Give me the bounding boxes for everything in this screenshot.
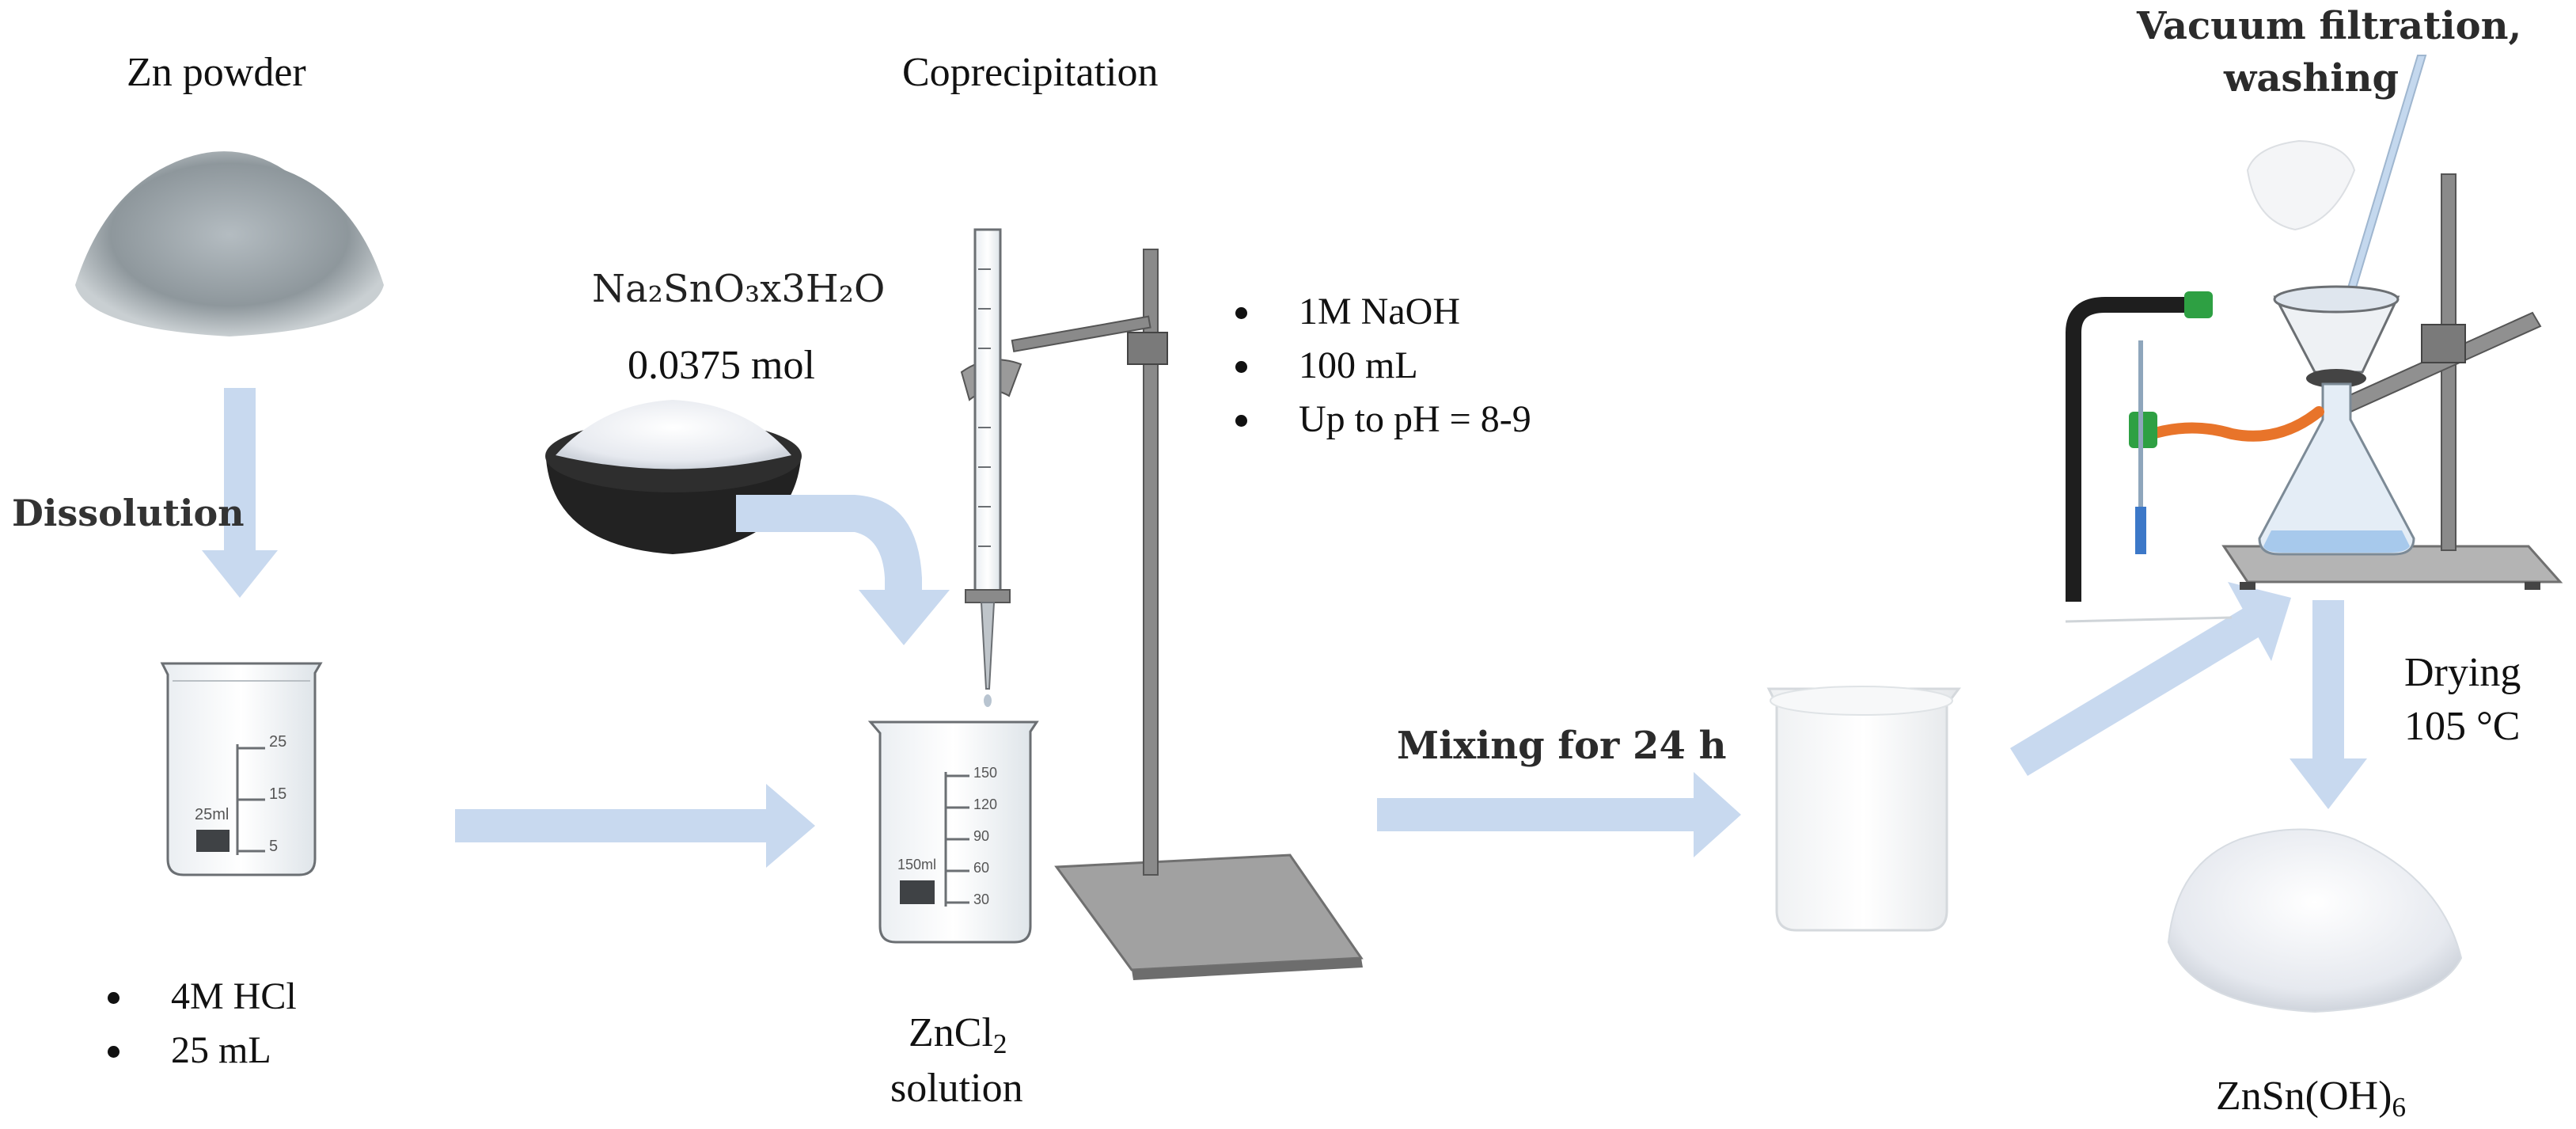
small-beaker-volume-label: 25ml: [195, 806, 230, 823]
arrow-head: [859, 590, 950, 645]
funnel-rim: [2273, 285, 2400, 314]
arrow-shaft: [455, 809, 768, 842]
naoh-conditions-list: 1M NaOH 100 mL Up to pH = 8-9: [1223, 285, 1531, 447]
flask-filtrate: [2263, 530, 2410, 553]
large-beaker-mark-60: 60: [973, 860, 990, 876]
small-beaker: [160, 662, 323, 876]
filter-paper: [2246, 139, 2356, 231]
stand-foot-right: [2525, 582, 2540, 590]
stannate-bowl: [545, 400, 802, 554]
product-powder-shape: [2167, 828, 2463, 1013]
stannate-amount: 0.0375 mol: [628, 343, 815, 388]
small-beaker-scale: [236, 744, 265, 855]
stand-base: [1054, 853, 1364, 971]
hcl-condition-volume: 25 mL: [95, 1024, 297, 1078]
arrow-shaft: [2010, 606, 2265, 776]
zncl2-solution-label: solution: [890, 1066, 1023, 1111]
large-beaker-label-patch: [900, 880, 935, 904]
drop: [984, 694, 992, 707]
large-beaker-glass: [867, 720, 1039, 944]
washing-label: washing: [2224, 56, 2400, 101]
small-beaker-label-patch: [196, 830, 230, 852]
zn-powder-label: Zn powder: [127, 50, 306, 95]
arrow-shaft: [224, 388, 256, 550]
arrow-head: [202, 550, 278, 598]
stand-clamp-boss: [1127, 332, 1168, 365]
large-beaker-mark-90: 90: [973, 828, 990, 844]
vacuum-hose: [2131, 406, 2324, 445]
arrow-to-filtration: [2010, 582, 2291, 776]
naoh-condition-ph: Up to pH = 8-9: [1223, 393, 1531, 447]
filtration-setup: [2065, 55, 2563, 623]
arrow-shaft: [736, 495, 922, 590]
product-powder-pile: [2167, 828, 2463, 1013]
product-label: ZnSn(OH)6: [2216, 1073, 2406, 1123]
drying-temperature: 105 °C: [2404, 704, 2521, 749]
milky-surface: [1770, 686, 1953, 716]
green-tap-top: [2184, 291, 2213, 318]
burette-graduations: [978, 268, 991, 547]
arrow-head: [766, 784, 815, 868]
drying-label: Drying: [2404, 650, 2521, 695]
dissolution-label: Dissolution: [12, 492, 245, 534]
burette-tip: [980, 602, 996, 690]
hcl-condition-concentration: 4M HCl: [95, 970, 297, 1024]
arrow-head: [2228, 582, 2291, 661]
arrow-shaft: [2312, 600, 2344, 758]
vacuum-pipe: [2066, 297, 2184, 602]
thermometer-bulb: [2135, 507, 2146, 554]
arrow-mixing: [1377, 772, 1741, 857]
coprecipitation-label: Coprecipitation: [902, 50, 1159, 95]
vacuum-filtration-label: Vacuum filtration,: [2137, 4, 2522, 48]
product-subscript: 6: [2392, 1090, 2407, 1123]
filter-stand-boss: [2421, 324, 2466, 363]
small-beaker-glass: [160, 662, 323, 876]
bench-line: [2065, 616, 2233, 623]
naoh-condition-volume: 100 mL: [1223, 339, 1531, 393]
small-beaker-mark-5: 5: [269, 838, 279, 855]
milky-beaker-glass: [1766, 687, 1961, 932]
stannate-powder: [556, 400, 791, 469]
arrow-head: [1694, 772, 1741, 857]
arrow-to-coprecipitation: [455, 784, 815, 868]
burette-tube: [973, 228, 1002, 595]
stand-rod: [1143, 249, 1159, 876]
burette-stand: [960, 228, 1364, 980]
zinc-powder-shape: [75, 151, 384, 336]
small-beaker-mark-15: 15: [269, 785, 287, 803]
naoh-condition-concentration: 1M NaOH: [1223, 285, 1531, 339]
large-beaker-mark-120: 120: [973, 796, 998, 812]
zinc-powder-pile: [75, 151, 384, 336]
stand-foot-left: [2240, 582, 2255, 590]
large-beaker: [867, 720, 1039, 944]
small-beaker-mark-25: 25: [269, 733, 287, 751]
zncl2-formula: ZnCl: [909, 1010, 993, 1055]
stannate-formula: Na₂SnO₃x3H₂O: [592, 267, 886, 311]
large-beaker-mark-150: 150: [973, 765, 998, 781]
mixing-label: Mixing for 24 h: [1397, 724, 1727, 768]
large-beaker-mark-30: 30: [973, 891, 990, 907]
large-beaker-volume-label: 150ml: [897, 857, 937, 872]
zncl2-label: ZnCl2: [909, 1009, 1007, 1059]
stand-base-edge: [1132, 958, 1363, 980]
arrow-drying: [2290, 600, 2367, 809]
milky-beaker: [1766, 686, 1961, 932]
filter-flask: [2258, 382, 2415, 556]
arrow-down-dissolution: [202, 388, 278, 598]
arrow-curved-to-beaker: [736, 495, 950, 645]
zncl2-subscript: 2: [992, 1027, 1007, 1059]
large-beaker-scale: [944, 772, 969, 907]
arrow-head: [2290, 758, 2367, 809]
product-formula: ZnSn(OH): [2216, 1074, 2392, 1119]
arrow-shaft: [1377, 798, 1698, 831]
hcl-conditions-list: 4M HCl 25 mL: [95, 970, 297, 1078]
burette-stopcock: [965, 589, 1011, 603]
stand-clamp-arm: [1011, 315, 1151, 353]
